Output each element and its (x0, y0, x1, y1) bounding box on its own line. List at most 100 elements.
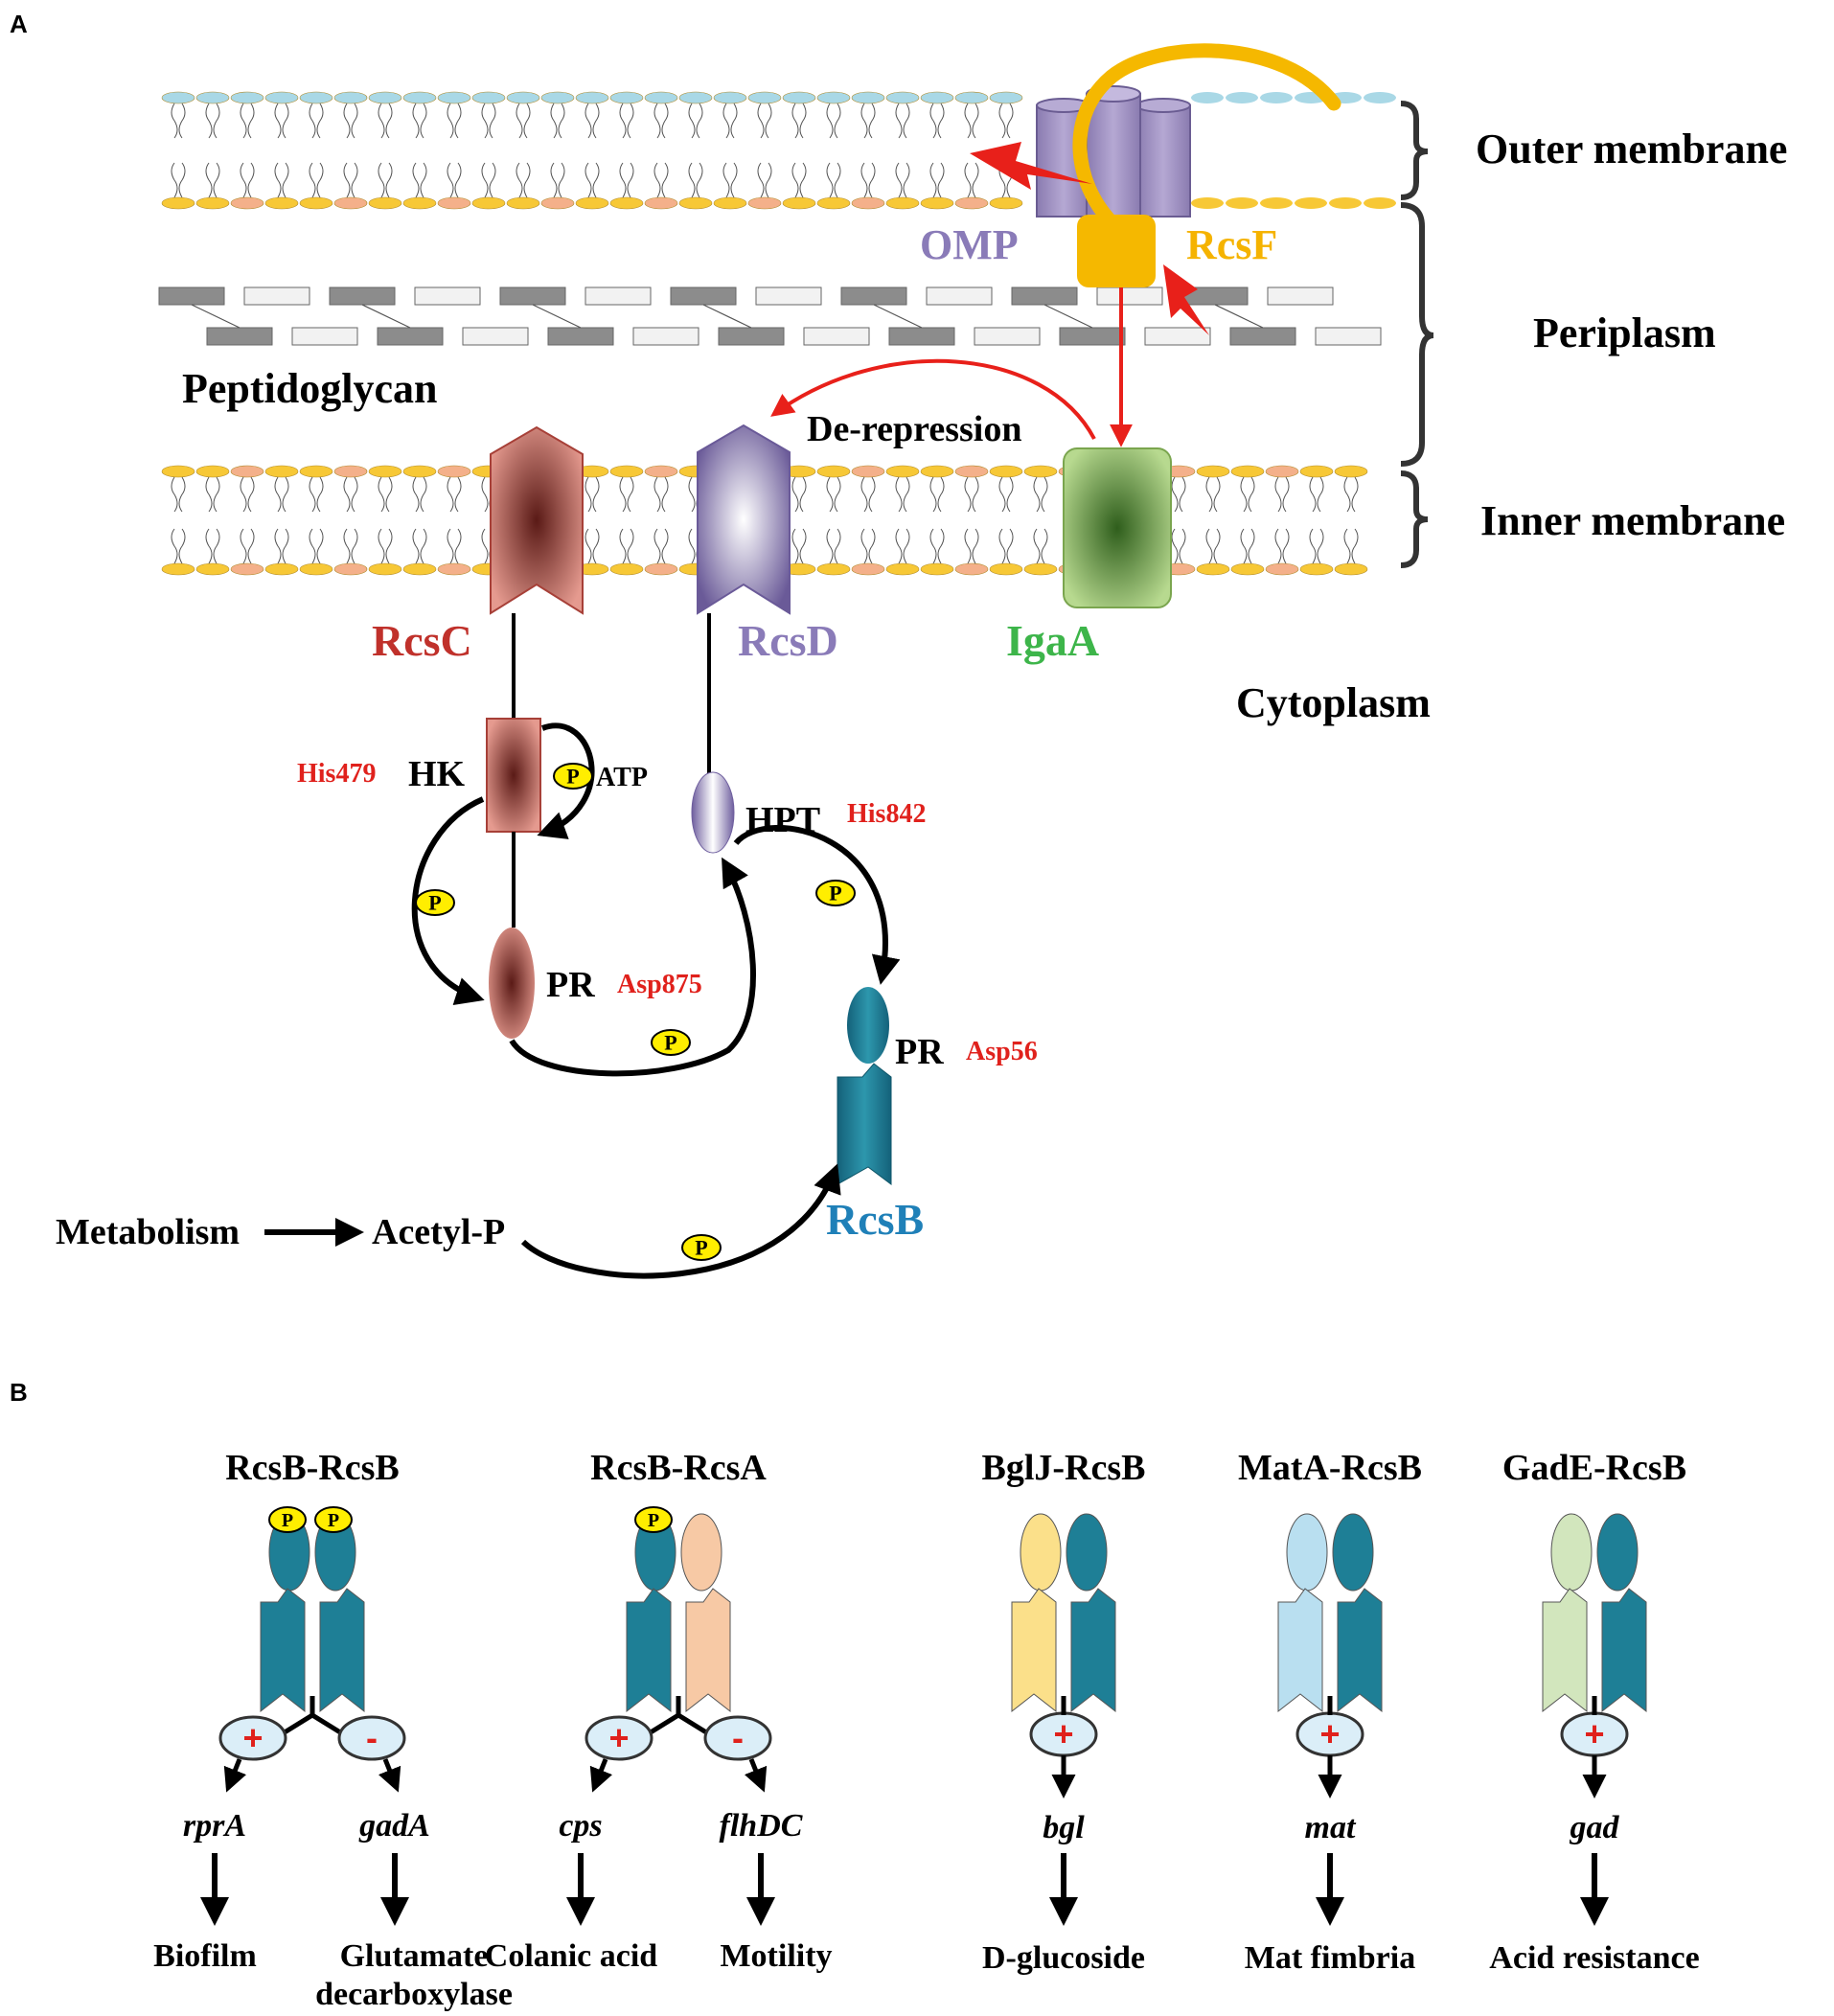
lipid-head (816, 196, 851, 210)
lipid-head (885, 196, 920, 210)
lipid-tail (653, 103, 669, 139)
lipid-head (1196, 465, 1230, 478)
rcsd-transmembrane (697, 424, 791, 615)
phosphate-label: P (648, 1510, 659, 1531)
effector-domain (1337, 1588, 1383, 1713)
lipid-head (402, 91, 437, 104)
lipid-head (1299, 465, 1334, 478)
effector-domain (1011, 1588, 1057, 1713)
lipid-tail (895, 528, 910, 564)
igaa-label: IgaA (1006, 616, 1099, 665)
effector-domain (685, 1588, 731, 1713)
lipid-head (540, 91, 575, 104)
phosphate-icon: P (553, 763, 593, 790)
peptide-crosslink (873, 304, 923, 329)
lipid-head (885, 562, 920, 576)
lipid-tail (895, 476, 910, 513)
target-gene: rprA (183, 1808, 246, 1844)
phosphate-icon: P (634, 1506, 673, 1533)
receiver-domain (1286, 1513, 1328, 1592)
lipid-head (954, 465, 989, 478)
activation-icon (218, 1715, 287, 1761)
lipid-head (1364, 92, 1396, 103)
lipid-head (540, 196, 575, 210)
lipid-tail (826, 476, 841, 513)
complex-title: BglJ-RcsB (982, 1448, 1146, 1488)
glycan-unit (670, 286, 737, 306)
cytoplasm-label: Cytoplasm (1236, 679, 1431, 726)
glycan-unit (926, 286, 993, 306)
outcome-label: Mat fimbria (1245, 1940, 1415, 1976)
lipid-tail (481, 103, 496, 139)
lipid-tail (171, 476, 186, 513)
lipid-tail (309, 528, 324, 564)
lipid-tail (240, 528, 255, 564)
lipid-tail (550, 162, 565, 198)
lipid-head (299, 465, 333, 478)
lipid-tail (1205, 528, 1221, 564)
lipid-tail (274, 528, 289, 564)
effector-domain (260, 1588, 306, 1713)
lipid-head (1299, 562, 1334, 576)
lipid-head (989, 465, 1023, 478)
complex-title: RcsB-RcsB (225, 1448, 400, 1488)
lipid-tail (998, 103, 1014, 139)
phosphate-icon: P (415, 889, 455, 916)
igaa-transmembrane (1063, 447, 1172, 608)
glycan-unit (206, 327, 273, 346)
phosphate-label: P (282, 1510, 293, 1531)
lipid-head (161, 91, 195, 104)
periplasm-bracket (1400, 202, 1434, 467)
phosphate-label: P (328, 1510, 339, 1531)
outer-membrane-label: Outer membrane (1476, 126, 1787, 172)
effector-domain (1601, 1588, 1647, 1713)
lipid-tail (653, 162, 669, 198)
lipid-tail (1171, 528, 1186, 564)
lipid-tail (171, 103, 186, 139)
lipid-head (920, 465, 954, 478)
outer-membrane-bracket (1400, 101, 1429, 200)
lipid-head (230, 196, 264, 210)
acetyl-p-to-rcsb-arrow (520, 1163, 841, 1279)
lipid-head (161, 465, 195, 478)
lipid-head (851, 465, 885, 478)
lipid-tail (688, 103, 703, 139)
lipid-head (195, 465, 230, 478)
lipid-tail (1240, 476, 1255, 513)
phosphate-label: P (428, 891, 441, 915)
lipid-tail (757, 162, 772, 198)
rcsf-label: RcsF (1186, 221, 1277, 268)
lipid-head (264, 465, 299, 478)
lipid-head (1023, 562, 1058, 576)
glycan-unit (755, 286, 822, 306)
lipid-tail (343, 103, 358, 139)
lipid-tail (240, 103, 255, 139)
glycan-unit (718, 327, 785, 346)
effector-domain (319, 1588, 365, 1713)
lipid-tail (1343, 528, 1359, 564)
lipid-head (402, 465, 437, 478)
lipid-tail (826, 103, 841, 139)
lipid-head (506, 91, 540, 104)
lipid-head (1295, 197, 1327, 209)
lipid-head (713, 196, 747, 210)
his842-label: His842 (847, 799, 926, 829)
lipid-tail (1309, 476, 1324, 513)
lipid-tail (619, 476, 634, 513)
regulation-sign: + (1319, 1714, 1340, 1753)
regulation-arrow (589, 1758, 613, 1793)
glycan-unit (1011, 286, 1078, 306)
lipid-tail (378, 103, 393, 139)
lipid-tail (1274, 476, 1290, 513)
lipid-head (195, 91, 230, 104)
lipid-head (816, 465, 851, 478)
lipid-head (609, 196, 644, 210)
lipid-tail (722, 103, 738, 139)
lipid-head (851, 91, 885, 104)
lipid-head (471, 91, 506, 104)
glycan-unit (462, 327, 529, 346)
lipid-tail (343, 528, 358, 564)
rcsc-label: RcsC (372, 616, 472, 665)
